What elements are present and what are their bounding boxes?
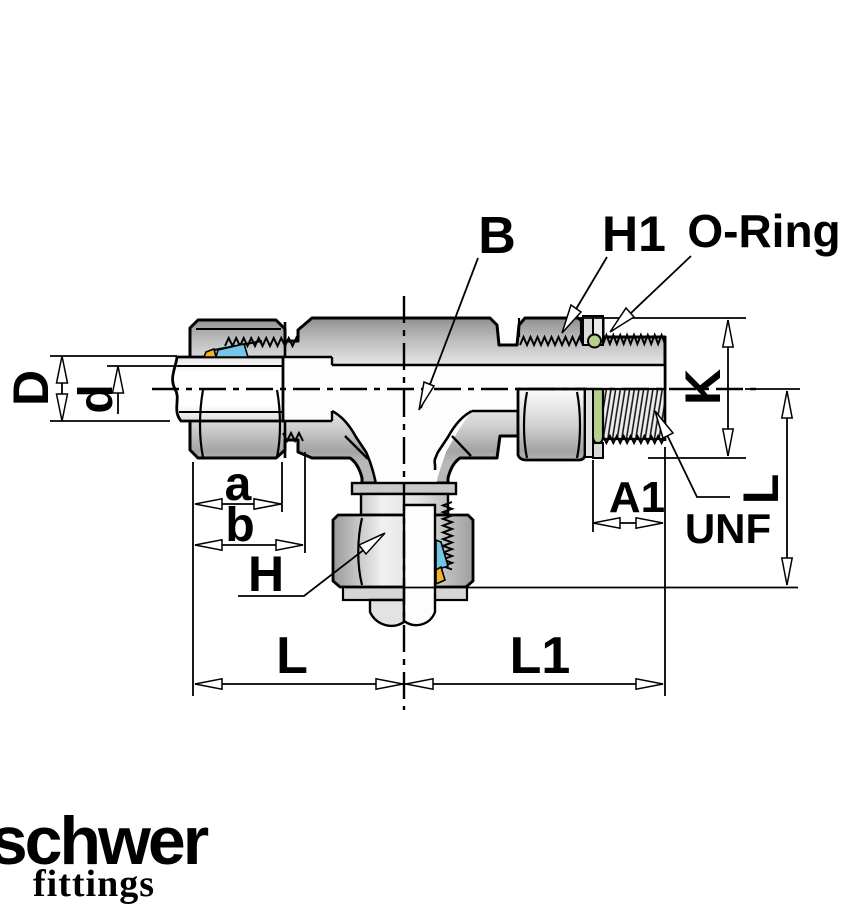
- brand-logo: schwer fittings: [0, 803, 212, 905]
- tube-inner-walls: [178, 365, 283, 413]
- counterbore-lines: [283, 355, 334, 423]
- left-nut-thread-zigzag: [224, 335, 299, 349]
- unf-crest-zigzag-top: [602, 332, 666, 347]
- unf-thread-section: [601, 387, 667, 441]
- branch-tube-left: [368, 598, 406, 627]
- locknut-thread-zigzag: [519, 334, 584, 348]
- label-d: d: [70, 384, 123, 413]
- label-b: b: [225, 499, 254, 552]
- label-UNF: UNF: [685, 505, 771, 552]
- logo-tagline: fittings: [33, 863, 155, 905]
- branch-tube-section: [402, 503, 437, 627]
- front-ferrule-yellow: [202, 347, 218, 358]
- branch-nut-facet: [357, 517, 364, 586]
- left-nut-details: [196, 322, 304, 458]
- locknut-faces: [517, 318, 583, 340]
- label-o-ring: O-Ring: [687, 205, 840, 257]
- left-nut-hex-facet-left: [198, 389, 205, 458]
- branch-ferrule-blue: [435, 538, 449, 572]
- label-L-vertical: L: [733, 474, 789, 505]
- label-a: a: [225, 458, 252, 511]
- label-A1: A1: [609, 473, 665, 522]
- locknut-hex-facets: [522, 391, 582, 459]
- label-L1: L1: [510, 627, 571, 685]
- logo-brand: schwer: [0, 803, 209, 879]
- arrowheads: [55, 303, 794, 691]
- leader-UNF: [655, 411, 730, 498]
- washer-strip-lower: [584, 388, 594, 458]
- left-nut-hex-facet-right: [275, 389, 282, 458]
- label-D: D: [3, 370, 59, 406]
- cavity-chamfer-left: [344, 435, 369, 460]
- centerlines: [152, 296, 758, 710]
- left-nut-thread-zigzag-bottom: [282, 430, 304, 444]
- o-ring-backup-tab: [592, 442, 604, 459]
- leader-H: [238, 534, 384, 597]
- o-ring-section: [592, 388, 604, 445]
- label-L: L: [276, 627, 308, 685]
- locknut-lower-hex: [516, 387, 587, 462]
- label-H1: H1: [602, 206, 666, 262]
- label-B: B: [478, 207, 516, 265]
- back-ferrule-blue: [214, 343, 250, 358]
- o-ring-dot: [587, 333, 602, 349]
- ext-lines: [50, 317, 800, 696]
- label-H: H: [248, 546, 284, 602]
- right-end-details: [516, 315, 667, 462]
- cavity-chamfer-right: [451, 435, 472, 457]
- label-K: K: [675, 369, 731, 405]
- branch-ferrule-yellow: [435, 565, 446, 586]
- dimension-labels: B H1 O-Ring D d a b H L L1 A1 UNF K L: [3, 205, 841, 685]
- unf-crest-zigzag-bottom: [602, 433, 666, 446]
- cavity-wall-right: [433, 409, 473, 471]
- leader-B: [420, 257, 479, 409]
- center-cavity: [332, 389, 472, 507]
